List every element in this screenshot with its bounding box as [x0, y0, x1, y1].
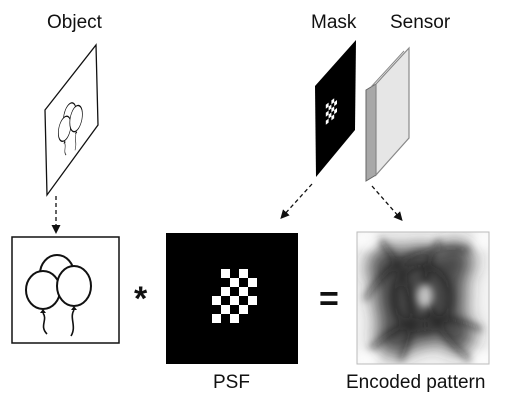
- convolution-operator: *: [134, 280, 148, 318]
- psf-image: [166, 233, 298, 364]
- sensor-plate: [365, 46, 410, 182]
- arrow-sensor-to-pattern: [371, 185, 403, 222]
- mask-plate: [315, 40, 356, 177]
- equals-operator: =: [319, 280, 339, 318]
- label-object: Object: [47, 12, 102, 33]
- psf-checkerboard: [212, 269, 257, 323]
- label-sensor: Sensor: [390, 12, 451, 33]
- arrow-mask-to-psf: [280, 183, 313, 219]
- object-image: [11, 236, 120, 344]
- label-psf: PSF: [213, 372, 250, 393]
- dashed-arrows: [51, 183, 403, 234]
- mask-pattern: [325, 98, 337, 125]
- object-plane: [44, 43, 99, 197]
- label-encoded-pattern: Encoded pattern: [346, 372, 486, 393]
- label-mask: Mask: [311, 12, 357, 33]
- encoded-pattern-image: [356, 231, 490, 365]
